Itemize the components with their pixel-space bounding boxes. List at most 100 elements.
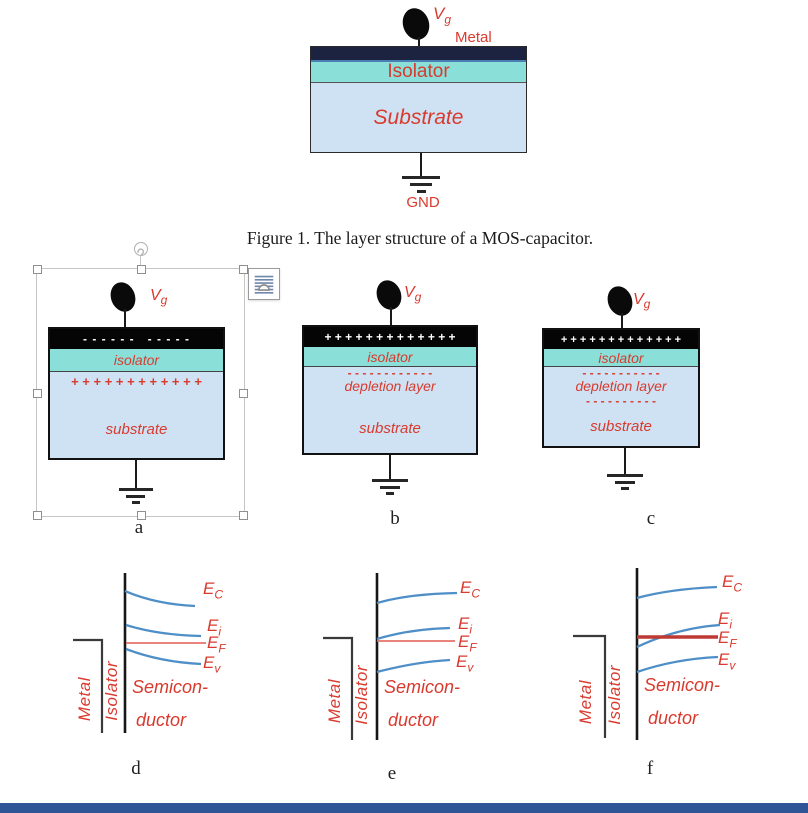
figure-f-band-diagram[interactable]: EC Ei EF Ev Metal Isolator Semicon- duct…: [570, 560, 808, 795]
ev-label: Ev: [718, 650, 736, 673]
ground-symbol: [119, 488, 153, 491]
subfigure-letter: e: [387, 763, 397, 784]
substrate-label: substrate: [359, 420, 421, 437]
figure-d-band-diagram[interactable]: EC Ei EF Ev Metal Isolator Semicon- duct…: [60, 565, 295, 790]
ground-symbol: [615, 481, 635, 484]
ef-label: EF: [718, 628, 737, 651]
gate-terminal-icon: [398, 4, 434, 44]
ground-symbol: [410, 183, 432, 186]
ground-symbol: [621, 487, 629, 490]
semiconductor-label: Semicon-: [132, 677, 209, 697]
semiconductor-label: Semicon-: [644, 675, 721, 695]
resize-handle-top-center[interactable]: [137, 265, 146, 274]
resize-handle-middle-left[interactable]: [33, 389, 42, 398]
substrate-label: substrate: [590, 418, 652, 435]
ev-label: Ev: [456, 652, 474, 675]
subfigure-letter: b: [390, 508, 400, 529]
metal-axis-label: Metal: [75, 677, 94, 722]
subfigure-letter: c: [646, 508, 656, 529]
vg-label: Vg: [150, 287, 168, 308]
ei-label: Ei: [458, 614, 473, 637]
metal-layer: + + + + + + + + + + + + +: [304, 327, 476, 347]
semiconductor-label: ductor: [388, 710, 439, 730]
resize-handle-bottom-left[interactable]: [33, 511, 42, 520]
figure-e-band-diagram[interactable]: EC Ei EF Ev Metal Isolator Semicon- duct…: [320, 565, 555, 795]
substrate-layer: - - - - - - - - - - - depletion layer - …: [544, 367, 698, 446]
isolator-layer: isolator: [304, 347, 476, 367]
substrate-layer: - - - - - - - - - - - - depletion layer …: [304, 367, 476, 453]
band-curves: [323, 573, 458, 740]
metal-axis-label: Metal: [325, 679, 344, 724]
band-curves: [573, 568, 721, 740]
gate-terminal-icon: [372, 276, 406, 314]
semiconductor-label: ductor: [136, 710, 187, 730]
isolator-label: isolator: [113, 352, 160, 368]
ground-symbol: [402, 176, 440, 179]
mos-layer-stack: + + + + + + + + + + + + + isolator - - -…: [542, 328, 700, 448]
subfigure-letter: f: [646, 758, 654, 779]
gate-wire: [621, 313, 623, 328]
semiconductor-label: Semicon-: [384, 677, 461, 697]
ev-label: Ev: [203, 653, 221, 676]
resize-handle-top-right[interactable]: [239, 265, 248, 274]
ground-wire: [624, 448, 626, 474]
metal-charge-row: - - - - - - - - - - -: [83, 332, 190, 346]
ec-label: EC: [460, 578, 481, 601]
ei-label: Ei: [718, 609, 733, 632]
rotate-handle[interactable]: [134, 242, 148, 256]
page-border-bottom: [0, 803, 808, 813]
isolator-label: isolator: [598, 349, 644, 366]
resize-handle-bottom-center[interactable]: [137, 511, 146, 520]
ground-wire: [389, 455, 391, 479]
semiconductor-label: ductor: [648, 708, 699, 728]
subfigure-letter: a: [134, 517, 144, 538]
resize-handle-middle-right[interactable]: [239, 389, 248, 398]
metal-layer: - - - - - - - - - - -: [50, 329, 223, 349]
vg-label: Vg: [633, 291, 651, 312]
image-selection-frame[interactable]: [33, 242, 248, 520]
rotate-arrow-icon: [136, 247, 144, 256]
metal-axis-label: Metal: [576, 680, 595, 725]
ef-label: EF: [458, 632, 477, 655]
gate-wire: [418, 37, 420, 47]
vg-label: Vg: [433, 4, 452, 27]
isolator-layer: Isolator: [311, 61, 526, 83]
layout-options-button[interactable]: [248, 268, 280, 300]
gate-wire: [390, 307, 392, 325]
ec-label: EC: [722, 572, 743, 595]
depletion-layer-label: depletion layer: [344, 378, 436, 394]
ground-symbol: [126, 495, 145, 498]
ground-symbol: [417, 190, 426, 193]
isolator-label: isolator: [367, 348, 413, 365]
mos-layer-stack: - - - - - - - - - - - isolator + + + + +…: [48, 327, 225, 460]
gate-wire: [124, 309, 126, 327]
gate-terminal-icon: [603, 282, 637, 320]
depletion-layer-label: depletion layer: [575, 378, 667, 394]
depletion-charge-row-top: - - - - - - - - - - -: [582, 366, 660, 380]
ground-wire: [420, 153, 422, 178]
substrate-charge-row: + + + + + + + + + + + +: [71, 374, 202, 389]
substrate-layer: + + + + + + + + + + + + substrate: [50, 372, 223, 458]
depletion-charge-row-bottom: - - - - - - - - - -: [586, 394, 656, 408]
subfigure-letter: d: [131, 758, 141, 779]
figure-caption[interactable]: Figure 1. The layer structure of a MOS-c…: [246, 228, 594, 248]
ground-symbol: [372, 479, 408, 482]
ec-label: EC: [203, 579, 224, 602]
isolator-layer: isolator: [544, 349, 698, 367]
mos-layer-stack: Isolator Substrate: [310, 46, 527, 153]
metal-layer: [311, 47, 526, 62]
isolator-label: Isolator: [387, 61, 450, 82]
resize-handle-bottom-right[interactable]: [239, 511, 248, 520]
isolator-axis-label: Isolator: [352, 665, 371, 725]
ground-symbol: [607, 474, 643, 477]
rotate-handle-stem: [140, 255, 141, 265]
text-wrap-icon: [254, 275, 274, 294]
isolator-axis-label: Isolator: [102, 661, 121, 721]
resize-handle-top-left[interactable]: [33, 265, 42, 274]
substrate-label: Substrate: [373, 105, 464, 129]
vg-label: Vg: [404, 284, 422, 305]
metal-charge-row: + + + + + + + + + + + + +: [560, 333, 682, 346]
substrate-layer: Substrate: [311, 83, 526, 152]
ground-wire: [135, 460, 137, 488]
